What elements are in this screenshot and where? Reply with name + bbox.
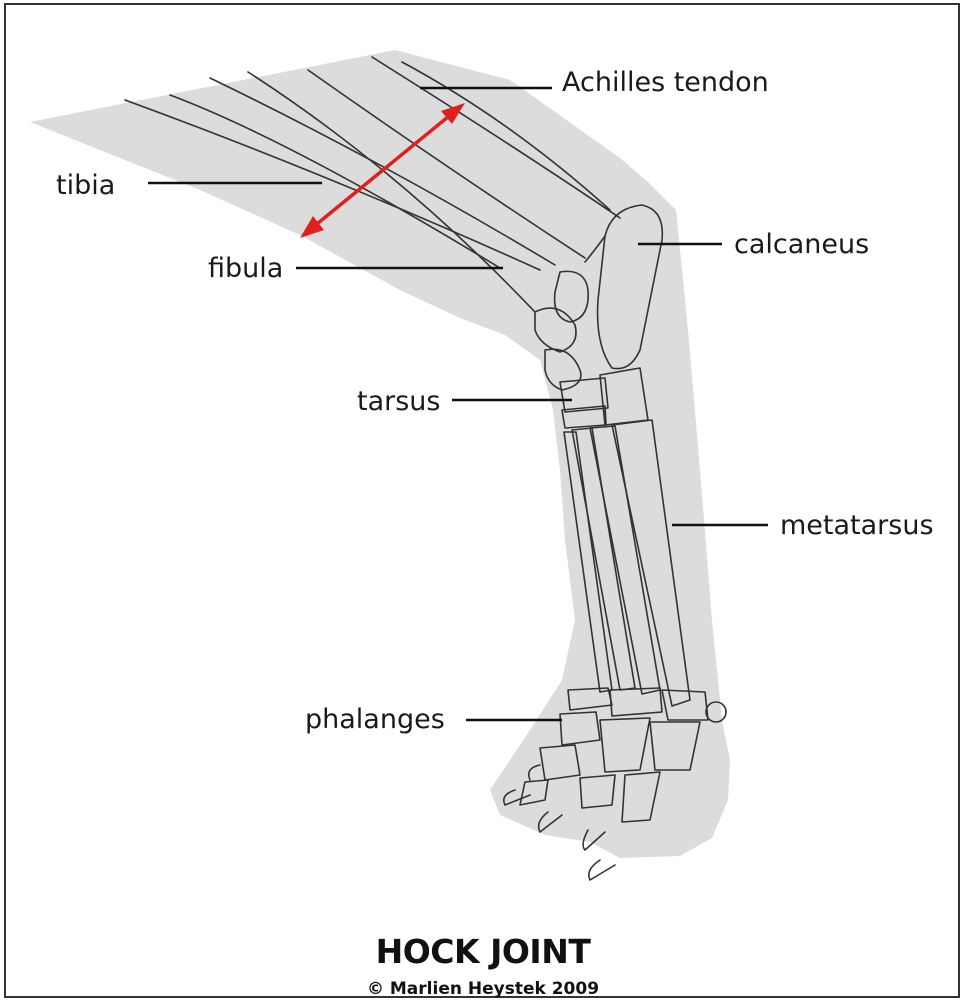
label-metatarsus: metatarsus <box>780 512 934 539</box>
label-calcaneus: calcaneus <box>734 231 869 258</box>
diagram-title: HOCK JOINT <box>0 932 966 971</box>
label-tibia: tibia <box>56 172 115 199</box>
label-phalanges: phalanges <box>305 706 445 733</box>
label-achilles-tendon: Achilles tendon <box>562 69 769 96</box>
label-tarsus: tarsus <box>357 388 440 415</box>
label-fibula: fibula <box>208 255 283 282</box>
copyright-notice: © Marlien Heystek 2009 <box>0 979 966 999</box>
